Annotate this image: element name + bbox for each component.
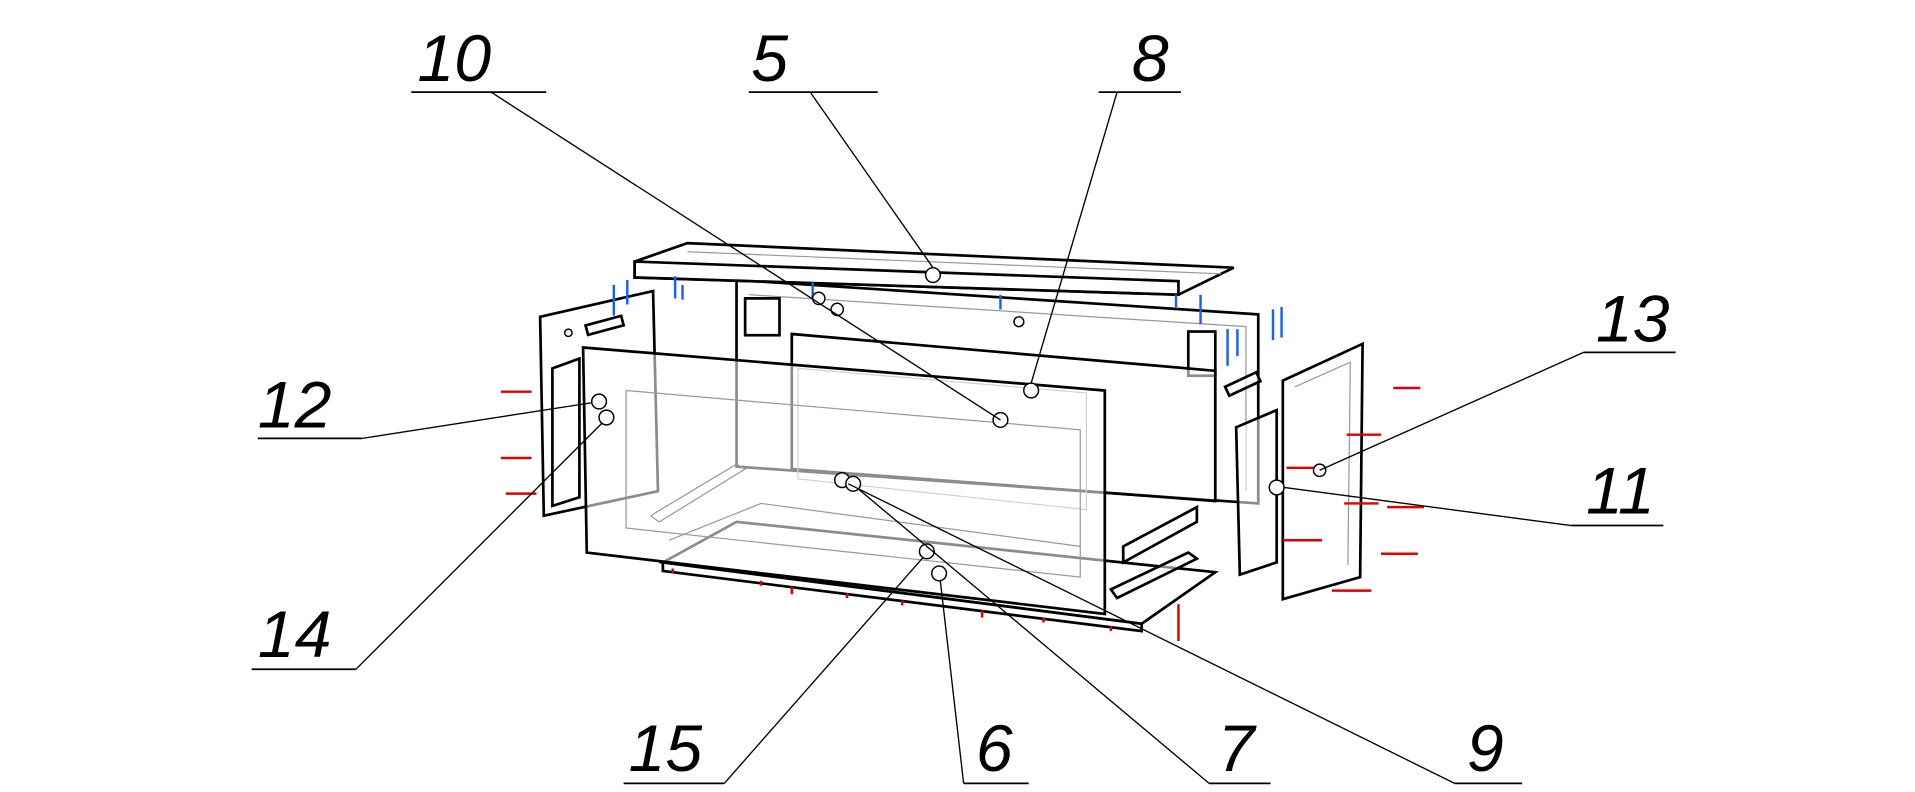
callout-11: 11 bbox=[1586, 454, 1655, 528]
callout-10: 10 bbox=[417, 22, 491, 96]
callout-13: 13 bbox=[1596, 282, 1670, 356]
callout-15: 15 bbox=[629, 712, 704, 786]
leaders bbox=[251, 91, 1676, 785]
rail bbox=[1108, 550, 1200, 600]
fittings bbox=[612, 276, 1283, 366]
callout-9: 9 bbox=[1467, 712, 1504, 786]
screws bbox=[500, 386, 1424, 641]
callout-6: 6 bbox=[976, 712, 1013, 786]
rail bbox=[1121, 504, 1199, 565]
callout-7: 7 bbox=[1218, 712, 1257, 786]
right-side-panel bbox=[1223, 341, 1364, 602]
callout-markers bbox=[590, 266, 1327, 582]
callout-5: 5 bbox=[751, 22, 789, 96]
callout-14: 14 bbox=[258, 598, 332, 672]
callout-12: 12 bbox=[258, 368, 332, 442]
callout-8: 8 bbox=[1132, 22, 1169, 96]
callout-labels: 10 5 8 13 12 11 14 15 6 7 9 bbox=[258, 22, 1670, 786]
bracket bbox=[743, 297, 781, 337]
